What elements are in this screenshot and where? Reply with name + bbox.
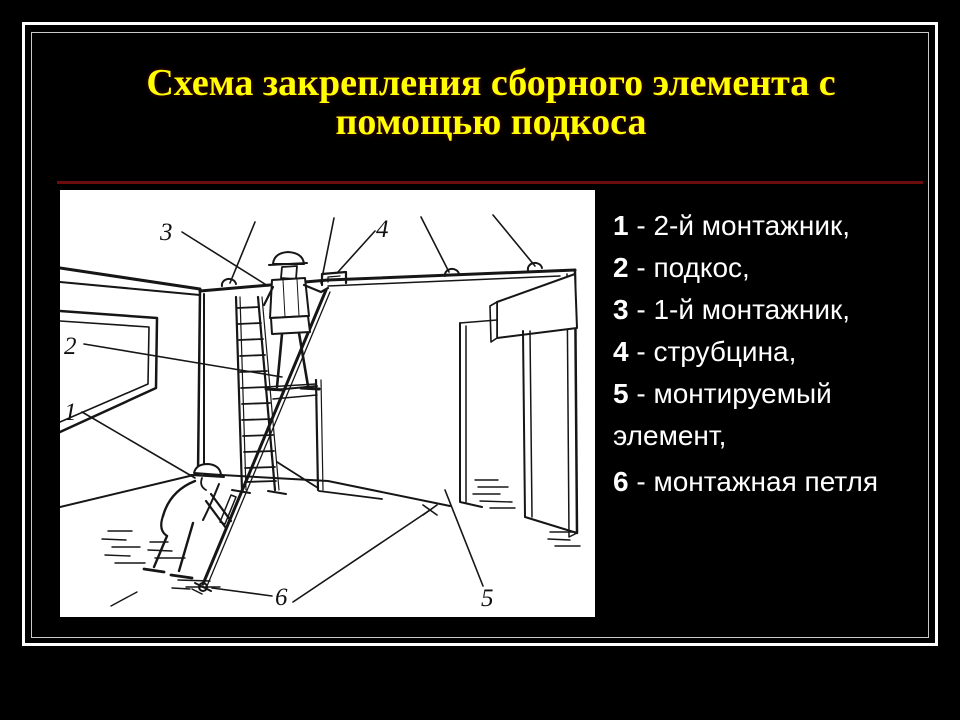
legend-num: 2 — [613, 252, 629, 283]
slide-frame-outer — [22, 22, 938, 646]
diagram-label-5: 5 — [481, 585, 494, 612]
worker-at-floor — [142, 463, 233, 580]
diagram-label-1: 1 — [64, 399, 77, 426]
left-wall — [60, 266, 202, 508]
legend-label: - 2-й монтажник, — [636, 210, 851, 241]
slide-frame-inner — [31, 32, 929, 638]
ladder-platform — [231, 295, 383, 500]
diagram-label-3: 3 — [159, 219, 173, 246]
slide-title: Схема закрепления сборного элемента с по… — [60, 64, 922, 142]
title-line-2: помощью подкоса — [335, 101, 647, 143]
legend-item-2: 2 - подкос, — [613, 247, 927, 289]
legend-num: 4 — [613, 336, 629, 367]
legend-num: 5 — [613, 378, 629, 409]
legend-num: 3 — [613, 294, 629, 325]
worker-on-ladder — [262, 251, 330, 392]
hard-hat — [272, 251, 305, 265]
diagram-label-6: 6 — [275, 584, 288, 611]
legend-item-1: 1 - 2-й монтажник, — [613, 205, 927, 247]
mounted-panel — [326, 268, 581, 547]
diagram-panel: 1 2 3 4 5 6 — [60, 190, 595, 617]
legend: 1 - 2-й монтажник, 2 - подкос, 3 - 1-й м… — [613, 205, 927, 503]
legend-label: - монтируемый элемент, — [613, 378, 832, 451]
legend-item-5: 5 - монтируемый элемент, — [613, 373, 927, 457]
legend-label: - 1-й монтажник, — [636, 294, 851, 325]
hard-hat — [193, 463, 222, 476]
legend-item-3: 3 - 1-й монтажник, — [613, 289, 927, 331]
diagram-label-4: 4 — [376, 216, 389, 243]
door-lintel — [496, 273, 578, 339]
diagram-label-2: 2 — [64, 333, 77, 360]
legend-item-4: 4 - струбцина, — [613, 331, 927, 373]
legend-label: - монтажная петля — [636, 466, 879, 497]
title-underline — [57, 181, 923, 184]
legend-label: - подкос, — [636, 252, 750, 283]
legend-num: 6 — [613, 466, 629, 497]
legend-label: - струбцина, — [636, 336, 797, 367]
legend-num: 1 — [613, 210, 629, 241]
title-line-1: Схема закрепления сборного элемента с — [146, 62, 836, 104]
construction-scheme-diagram: 1 2 3 4 5 6 — [60, 214, 581, 612]
legend-item-6: 6 - монтажная петля — [613, 461, 927, 503]
leader-lines — [81, 230, 484, 603]
floor-hatching — [101, 530, 221, 607]
mounting-loops — [220, 214, 543, 287]
brace-strut — [191, 288, 331, 595]
